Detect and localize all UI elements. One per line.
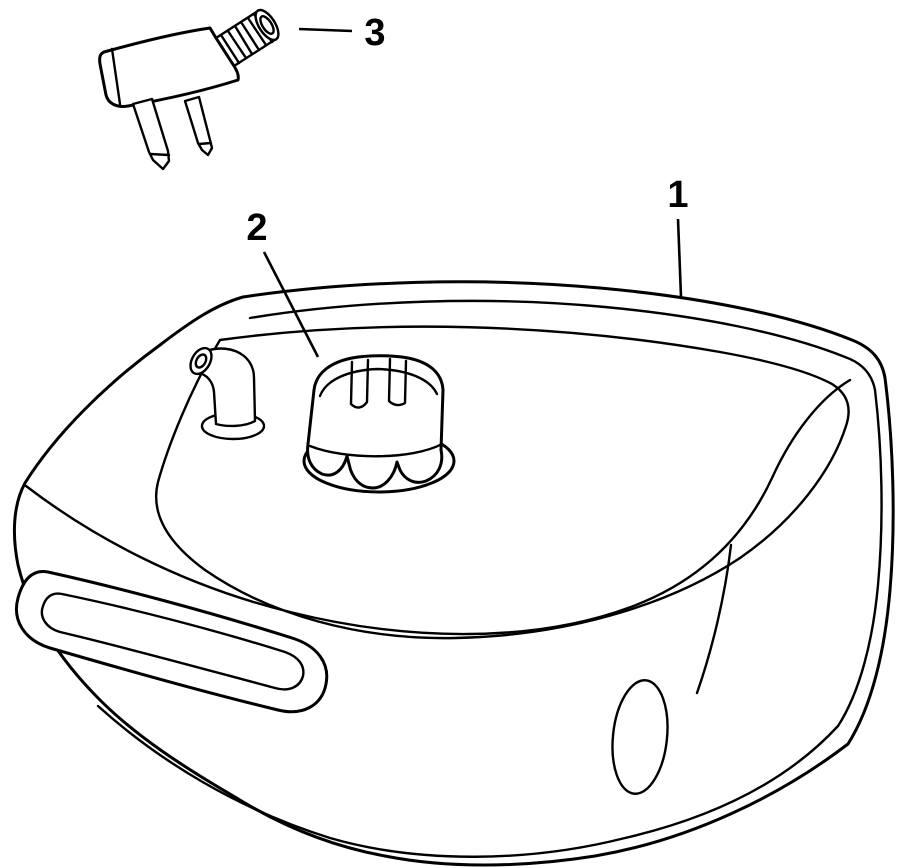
cap-slot-right (387, 357, 408, 407)
tank-front-edge (24, 378, 852, 636)
connector-prong-left (131, 97, 171, 171)
tank-rim-line (248, 299, 883, 728)
cap-body (306, 354, 445, 490)
tank-bottom-line (96, 704, 840, 858)
connector-body (98, 26, 240, 108)
callout-3-leader (298, 27, 353, 33)
tank-top-panel (154, 325, 850, 640)
vent-opening-bore (194, 353, 208, 369)
callout-3: 3 (298, 12, 386, 54)
connector-prong-left-band (148, 152, 171, 157)
connector-body-edge (110, 47, 122, 106)
tank-corner-indent (611, 679, 669, 795)
connector-prong-right-band (197, 141, 213, 146)
vent-fitting (189, 346, 266, 441)
stem-bore (259, 15, 275, 35)
fuel-tank (12, 280, 895, 867)
cap-top-rim (318, 367, 439, 398)
callout-3-label: 3 (364, 12, 385, 54)
cap-slot-left (349, 358, 370, 409)
tank-outline (12, 280, 895, 867)
callout-1: 1 (667, 174, 689, 298)
callout-1-label: 1 (667, 174, 688, 216)
stem-end-face (254, 8, 280, 42)
vent-opening (189, 346, 213, 376)
handle-grip-hole (40, 592, 305, 691)
callout-2: 2 (246, 207, 320, 358)
connector-threaded-stem (214, 8, 280, 68)
carry-handle (15, 570, 329, 714)
cap-mid-band (308, 442, 444, 458)
fuel-line-connector (98, 8, 280, 171)
connector-prong-right (183, 95, 214, 157)
handle-outer (15, 570, 329, 714)
stem-sides (214, 9, 278, 68)
vent-tube (194, 347, 257, 428)
callout-2-label: 2 (246, 207, 267, 249)
callout-1-leader (676, 218, 683, 298)
callout-2-leader (262, 251, 320, 358)
tank-corner-crease (695, 543, 733, 695)
stem-threads (219, 12, 274, 65)
fuel-filler-cap (302, 354, 456, 494)
